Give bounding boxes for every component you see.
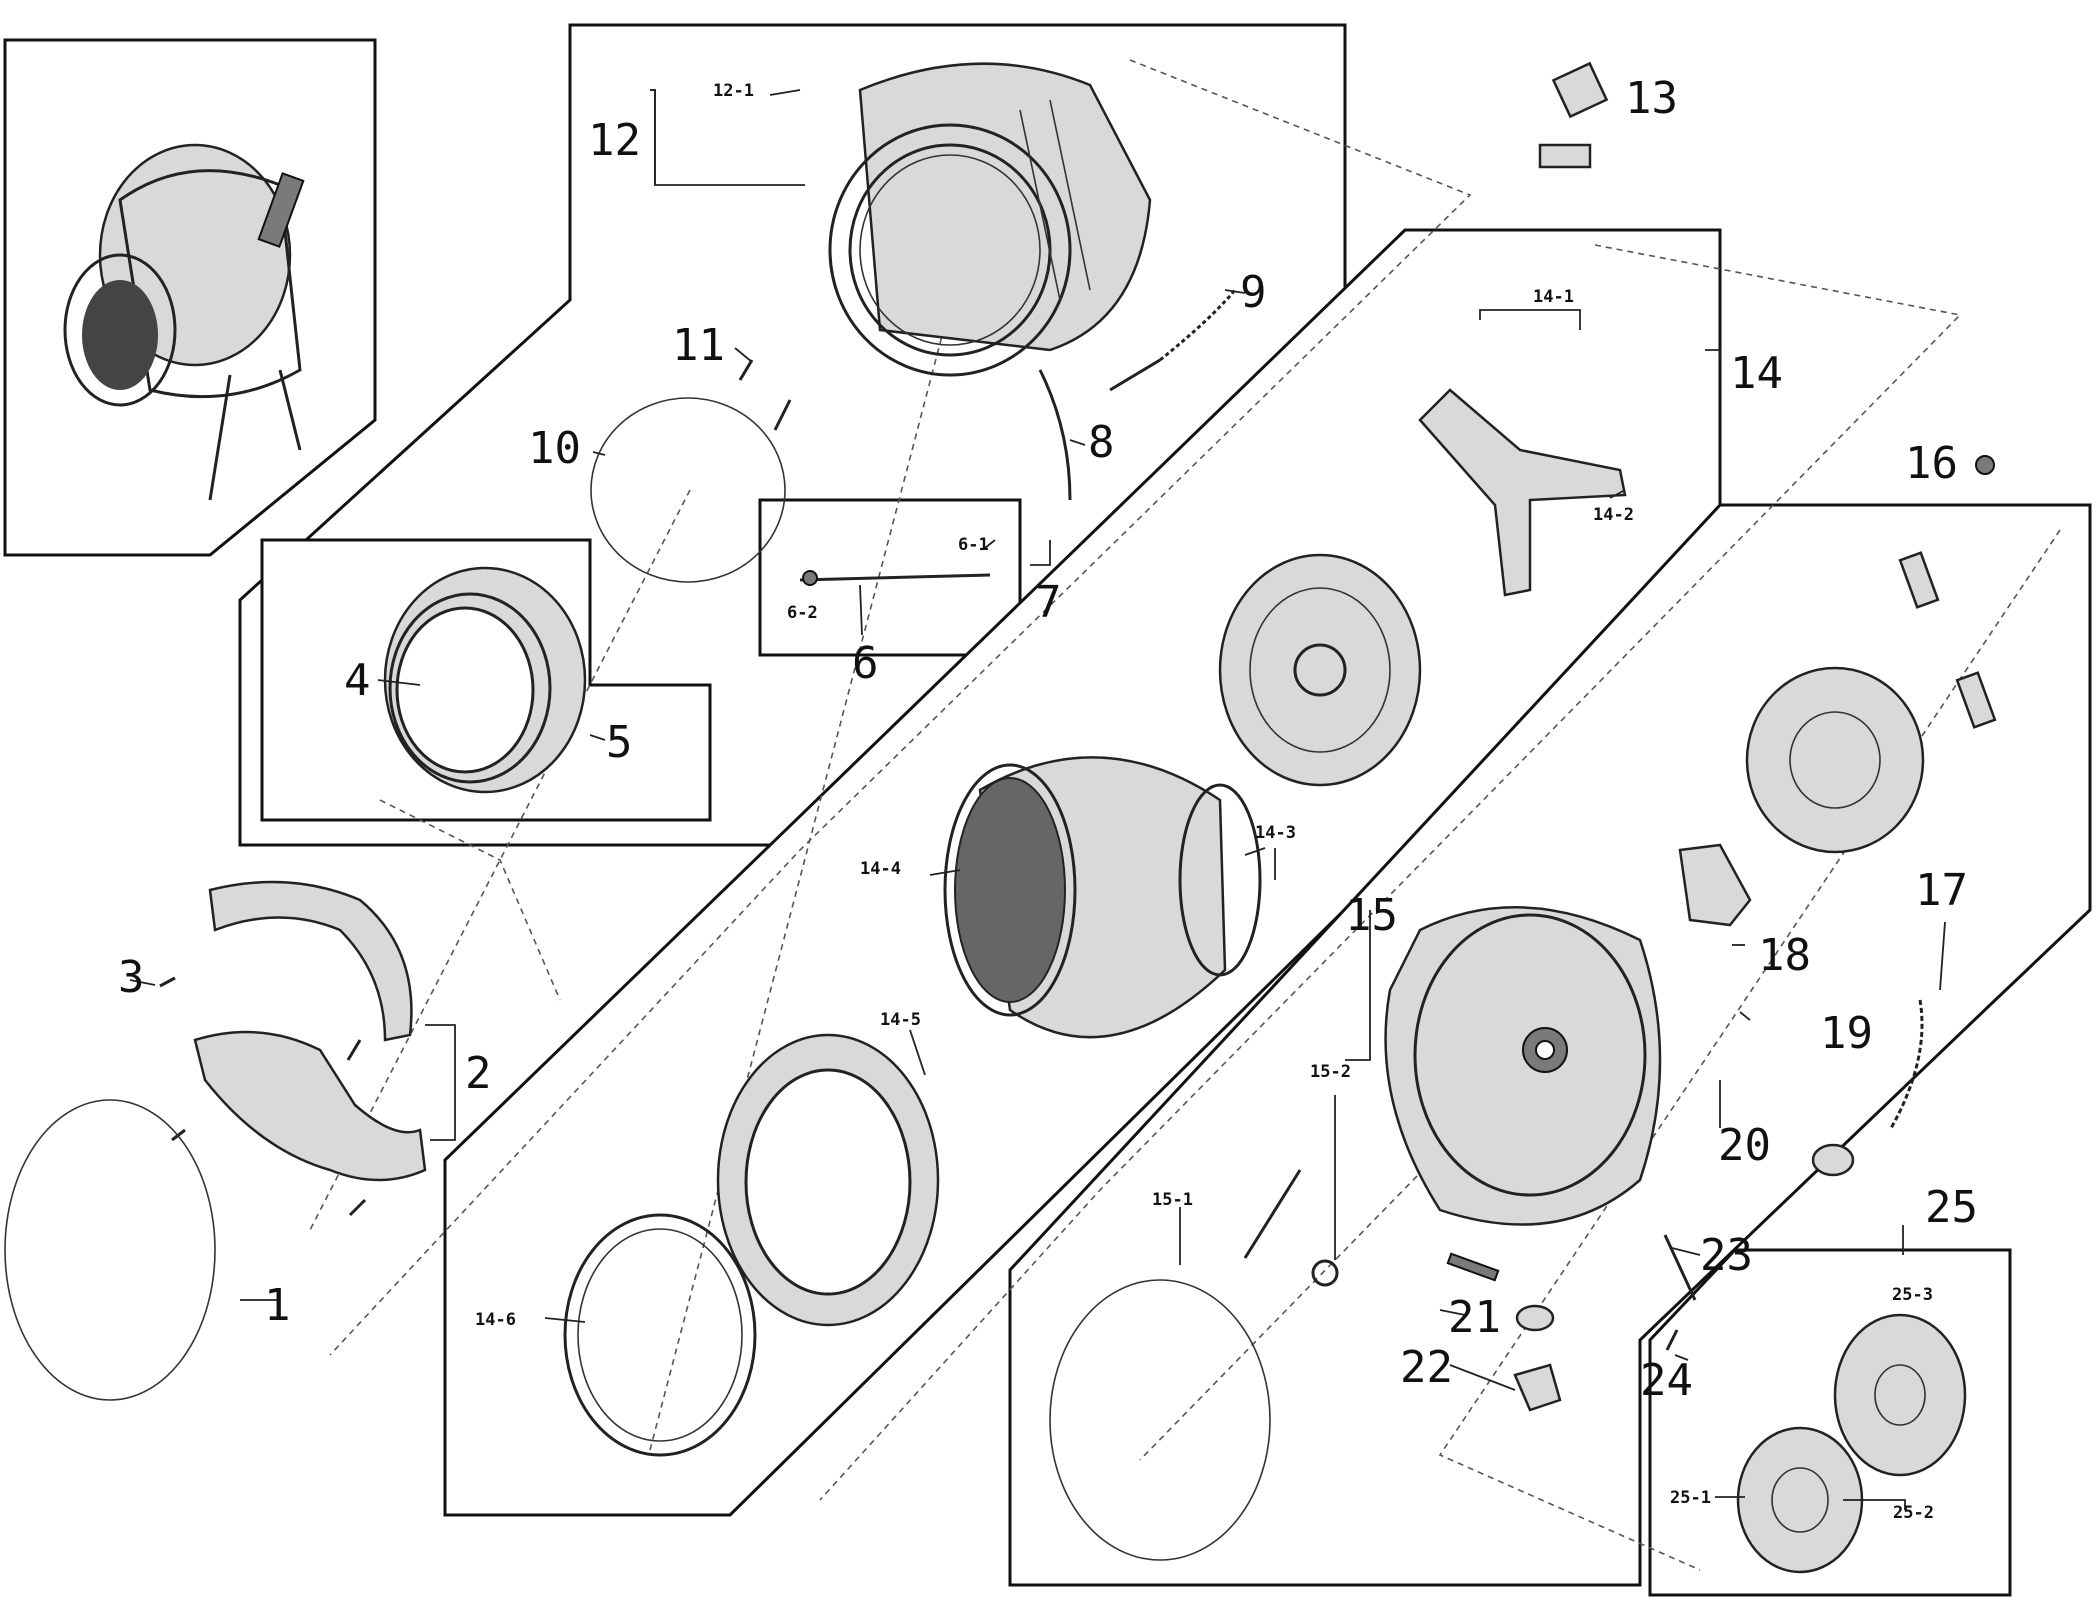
label-part-22: 22 (1400, 1342, 1453, 1393)
label-part-6-1: 6-1 (958, 535, 989, 555)
label-part-14-6: 14-6 (475, 1310, 516, 1330)
label-part-11: 11 (672, 320, 725, 371)
label-part-23: 23 (1700, 1230, 1753, 1281)
label-part-14-2: 14-2 (1593, 505, 1634, 525)
label-part-14-5: 14-5 (880, 1010, 921, 1030)
label-part-15-2: 15-2 (1310, 1062, 1351, 1082)
label-part-25-1: 25-1 (1670, 1488, 1711, 1508)
screws-11-illustration (738, 359, 792, 431)
clip-13-illustration (1538, 61, 1609, 169)
label-part-24: 24 (1640, 1355, 1693, 1406)
label-part-6: 6 (852, 638, 879, 689)
label-part-15: 15 (1345, 890, 1398, 941)
rear-gasket-15-1-illustration (1049, 1279, 1271, 1561)
rear-small-parts-illustration (1243, 1169, 1697, 1412)
label-part-17: 17 (1915, 865, 1968, 916)
label-part-15-1: 15-1 (1152, 1190, 1193, 1210)
damper-bracket-illustration (1898, 551, 1997, 729)
hose-6-illustration (799, 570, 991, 586)
guide-center-3 (1139, 1049, 1541, 1461)
label-part-14: 14 (1730, 348, 1783, 399)
drum-illustration (943, 756, 1262, 1039)
balancer-ring-illustration (563, 1213, 757, 1457)
guide-center-1 (309, 489, 691, 1231)
label-part-9: 9 (1240, 267, 1267, 318)
label-part-21: 21 (1448, 1292, 1501, 1343)
hose-8-illustration (1038, 369, 1072, 501)
tub-gasket-1-illustration (4, 1099, 216, 1401)
label-part-25-2: 25-2 (1893, 1503, 1934, 1523)
label-part-4: 4 (344, 655, 371, 706)
label-part-7: 7 (1035, 577, 1062, 628)
label-part-19: 19 (1820, 1008, 1873, 1059)
label-part-25-3: 25-3 (1892, 1285, 1933, 1305)
motor-stator-illustration (1745, 666, 1925, 854)
clip-16-illustration (1975, 455, 1995, 475)
guide-rear (1438, 529, 2061, 1571)
label-part-14-3: 14-3 (1255, 823, 1296, 843)
label-part-2: 2 (465, 1048, 492, 1099)
label-part-18: 18 (1758, 930, 1811, 981)
label-part-13: 13 (1625, 73, 1678, 124)
rear-tub-illustration (1384, 906, 1662, 1226)
drum-back-illustration (1218, 553, 1422, 787)
label-part-3: 3 (118, 952, 145, 1003)
cap-19-illustration (1811, 1143, 1855, 1177)
label-part-5: 5 (606, 717, 633, 768)
door-seal-illustration (383, 566, 587, 794)
hall-sensor-illustration (1678, 843, 1752, 927)
assembled-tub-illustration (63, 143, 305, 501)
spider-arm-illustration (1418, 388, 1627, 597)
guide-center-2 (649, 209, 976, 1451)
label-part-14-4: 14-4 (860, 859, 901, 879)
gasket-10-illustration (590, 397, 786, 583)
hose-9-illustration (1109, 289, 1237, 392)
label-part-10: 10 (528, 423, 581, 474)
leader-lines (129, 89, 1946, 1510)
label-part-6-2: 6-2 (787, 603, 818, 623)
guide-seal (379, 799, 561, 1001)
label-part-25: 25 (1925, 1182, 1978, 1233)
label-part-16: 16 (1905, 438, 1958, 489)
pulley-25-illustration (1736, 1313, 1967, 1574)
label-part-1: 1 (264, 1280, 291, 1331)
label-part-8: 8 (1088, 417, 1115, 468)
front-tub-illustration (828, 62, 1152, 377)
balance-weight-illustration (159, 880, 427, 1217)
label-part-14-1: 14-1 (1533, 287, 1574, 307)
drum-front-ring-illustration (716, 1033, 940, 1327)
label-part-20: 20 (1718, 1120, 1771, 1171)
label-part-12-1: 12-1 (713, 81, 754, 101)
guide-drum (819, 244, 1962, 1501)
label-part-12: 12 (588, 115, 641, 166)
